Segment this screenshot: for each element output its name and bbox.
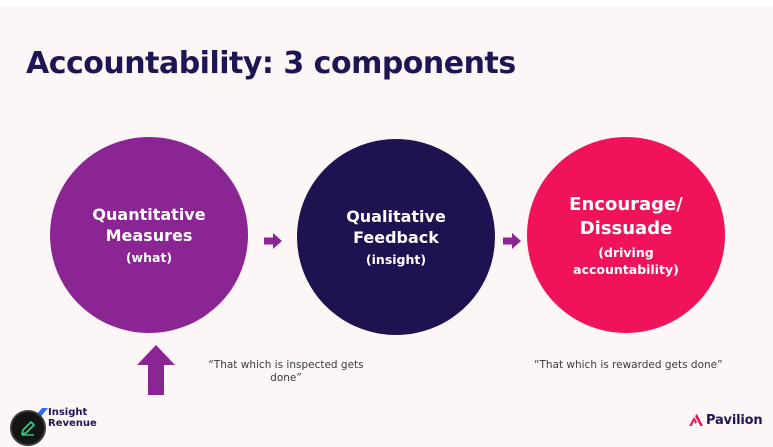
arrow-right-icon [503,233,521,249]
pavilion-mark-icon [689,414,703,426]
quote-inspected: “That which is inspected gets done” [208,359,364,384]
circle-title: Qualitative Feedback [346,207,446,247]
circle-qualitative-feedback: Qualitative Feedback (insight) [297,139,495,335]
circle-encourage-dissuade: Encourage/ Dissuade (driving accountabil… [527,137,725,333]
slide-title: Accountability: 3 components [26,46,516,81]
arrow-up-icon [137,345,175,395]
pavilion-logo: Pavilion [689,411,763,429]
circle-title: Encourage/ Dissuade [569,193,683,239]
circle-quantitative-measures: Quantitative Measures (what) [50,137,248,333]
pavilion-wordmark: Pavilion [706,412,763,428]
circle-subtitle: (insight) [365,252,427,267]
pencil-icon [21,421,35,436]
insight-revenue-wordmark: Insight Revenue [48,407,97,429]
circle-subtitle: (driving accountability) [573,244,679,277]
circle-subtitle: (what) [125,250,173,265]
edit-button[interactable] [10,410,46,446]
quote-rewarded: “That which is rewarded gets done” [534,359,723,371]
arrow-right-icon [264,233,282,249]
circle-title: Quantitative Measures [92,205,206,245]
top-bar [0,0,773,6]
